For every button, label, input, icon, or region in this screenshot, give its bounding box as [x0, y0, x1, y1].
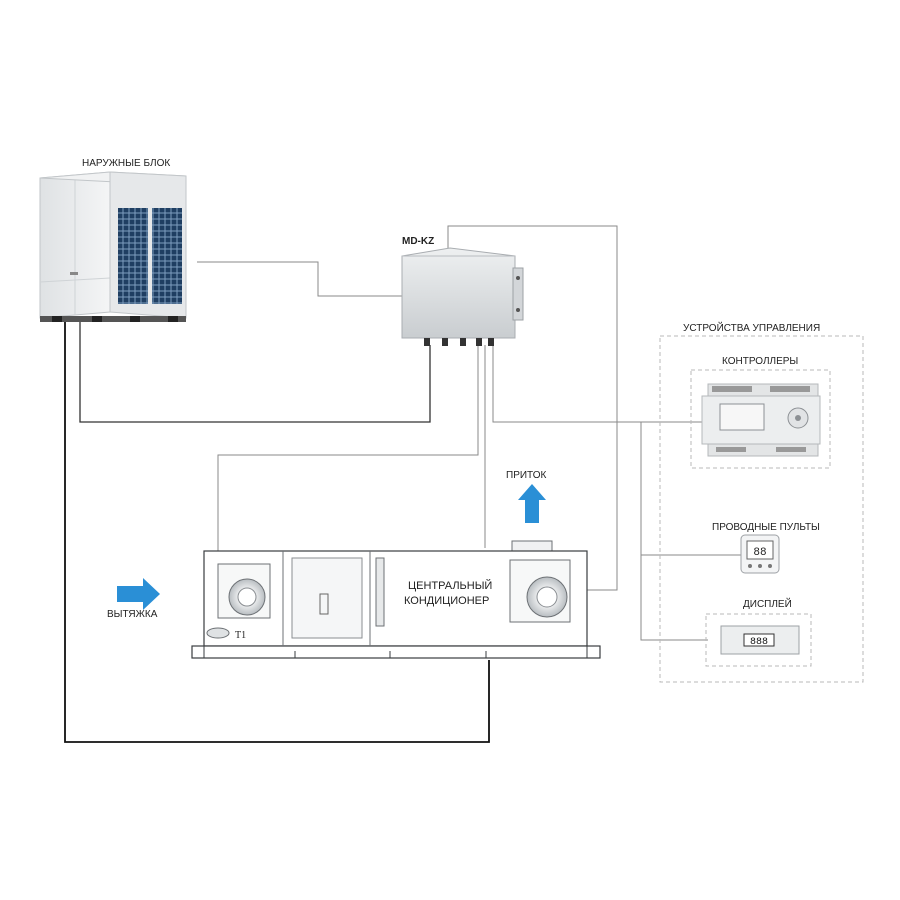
md-kz-box-icon — [401, 247, 524, 346]
supply-label: ПРИТОК — [506, 470, 546, 481]
central-ahu: T1 ЦЕНТРАЛЬНЫЙ КОНДИЦИОНЕР — [191, 540, 601, 659]
md-kz-label: MD-KZ — [402, 236, 434, 247]
controllers-label: КОНТРОЛЛЕРЫ — [722, 356, 798, 367]
outdoor-unit-icon — [39, 171, 187, 322]
supply-arrow-icon — [518, 484, 546, 523]
line-thick-loop — [64, 318, 490, 743]
wired-remote-icon: 88 — [740, 534, 780, 574]
connection-lines — [64, 225, 741, 743]
line-outdoor-to-mdkz-bottom — [79, 320, 431, 423]
display-frame — [705, 613, 812, 667]
line-control-bus — [640, 422, 708, 641]
fan-icon — [509, 559, 571, 623]
control-devices-frame — [659, 335, 864, 683]
line-mdkz-top-loop — [447, 225, 618, 591]
exhaust-arrow-icon — [117, 578, 160, 610]
line-mdkz-to-controls — [492, 345, 641, 423]
remote-digits: 88 — [753, 547, 766, 559]
control-devices-label: УСТРОЙСТВА УПРАВЛЕНИЯ — [683, 321, 820, 334]
line-mdkz-to-ahu — [217, 345, 479, 555]
controller-icon — [701, 383, 821, 457]
line-outdoor-to-mdkz — [197, 261, 403, 297]
ahu-label-line1: ЦЕНТРАЛЬНЫЙ — [408, 579, 492, 592]
outdoor-unit-label: НАРУЖНЫЕ БЛОК — [82, 158, 170, 169]
display-label: ДИСПЛЕЙ — [743, 597, 792, 610]
wired-remotes-label: ПРОВОДНЫЕ ПУЛЬТЫ — [712, 522, 820, 533]
display-digits: 888 — [750, 637, 768, 648]
exhaust-label: ВЫТЯЖКА — [107, 609, 158, 620]
fan-icon — [217, 563, 271, 619]
sensor-icon — [206, 627, 230, 639]
display-icon: 888 — [720, 625, 800, 655]
sensor-t1-label: T1 — [235, 630, 246, 641]
ahu-label-line2: КОНДИЦИОНЕР — [404, 595, 489, 607]
